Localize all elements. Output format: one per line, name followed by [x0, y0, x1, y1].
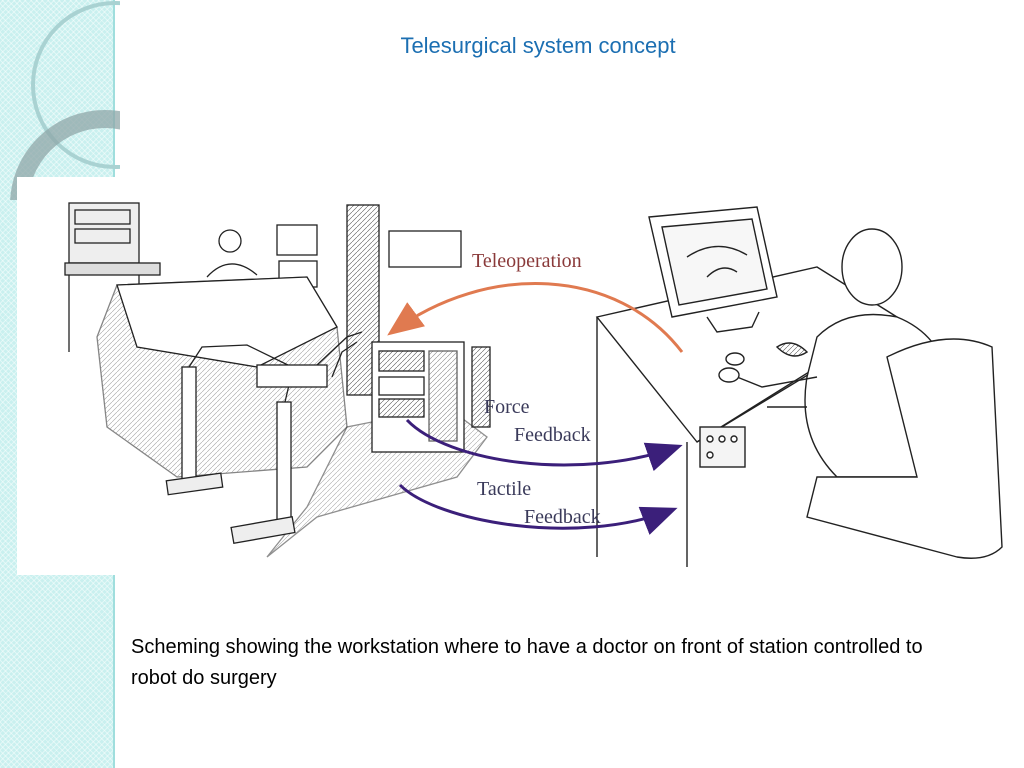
bed-surface [116, 276, 338, 368]
teleoperation-arrow [387, 282, 684, 353]
control-rack [371, 341, 465, 453]
label-force: Force [484, 396, 530, 418]
label-force-feedback: Feedback [514, 424, 591, 446]
side-panel [471, 346, 491, 428]
decorative-circles [10, 1, 120, 200]
assistant-figure [206, 229, 258, 278]
deco-circle-outer [31, 1, 120, 169]
surgical-robot [165, 331, 363, 545]
label-tactile: Tactile [477, 478, 531, 500]
surgeon-monitor [648, 206, 778, 333]
slide-caption: Scheming showing the workstation where t… [131, 636, 923, 689]
telesurgery-illustration: Teleoperation Force Feedback Tactile Fee… [17, 177, 1017, 575]
surgeon-workstation [595, 206, 1003, 567]
label-teleoperation: Teleoperation [472, 250, 582, 272]
slide-title: Telesurgical system concept [400, 33, 676, 58]
illustration-svg: Teleoperation Force Feedback Tactile Fee… [64, 202, 1003, 567]
wall-display [388, 230, 462, 268]
operating-room-scene [64, 202, 491, 558]
equipment-cart [64, 202, 161, 352]
wall-monitor-1 [276, 224, 318, 256]
surgeon-chair [806, 338, 1003, 559]
tactile-feedback-arrow [398, 483, 678, 535]
label-tactile-feedback: Feedback [524, 506, 601, 528]
desk-control-panel [699, 426, 746, 468]
deco-circle-inner [10, 110, 120, 200]
force-feedback-arrow [405, 418, 683, 472]
